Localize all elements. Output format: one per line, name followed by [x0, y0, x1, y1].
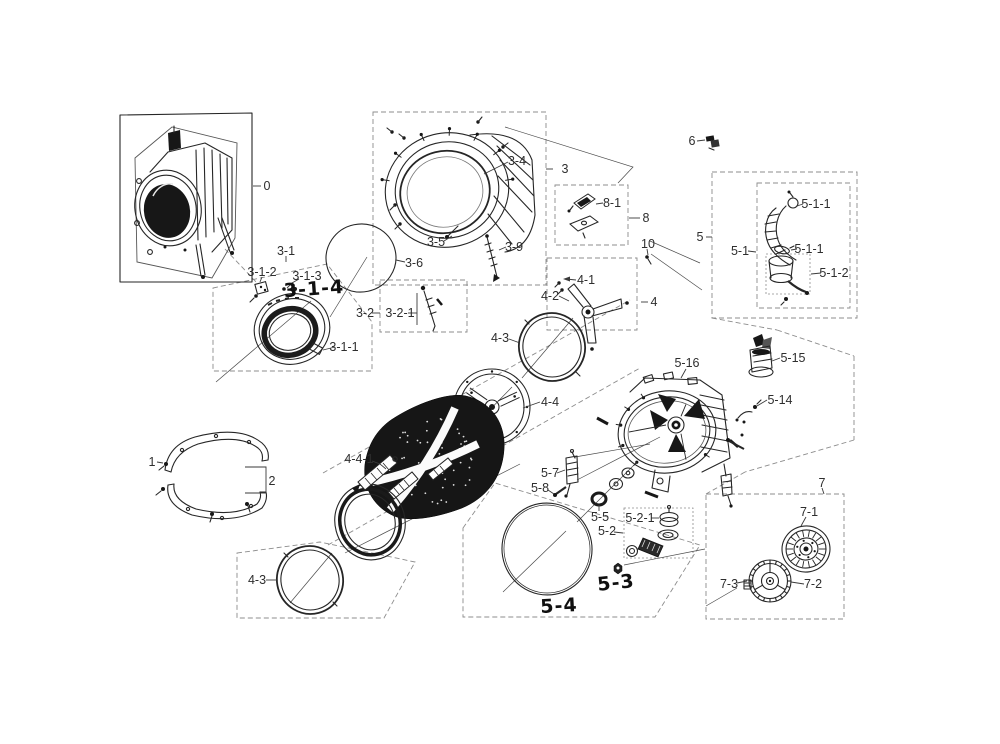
label-2: 2 — [269, 474, 276, 488]
dashed-planes — [212, 111, 858, 620]
part-3-6-door-glass — [325, 223, 397, 293]
label-5-14: 5-14 — [767, 393, 792, 407]
label-7-2: 7-2 — [804, 577, 822, 591]
label-8: 8 — [643, 211, 650, 225]
handwritten-label-3-1-4: 3-1-4 — [283, 276, 345, 302]
part-0-complete-tub-assembly — [119, 112, 253, 283]
label-5-2: 5-2 — [598, 524, 616, 538]
label-5-1-2: 5-1-2 — [819, 266, 848, 280]
label-3-2-1: 3-2-1 — [385, 306, 414, 320]
label-3: 3 — [562, 162, 569, 176]
part-5-2-drain-group — [625, 504, 679, 558]
part-3-1-door-ring — [249, 281, 331, 365]
part-3-front-tub-half — [380, 116, 536, 282]
suspension-damper-rod-right — [720, 433, 745, 508]
label-10: 10 — [641, 237, 655, 251]
part-5-3-nut — [613, 562, 623, 575]
label-4-3-lower: 4-3 — [248, 573, 266, 587]
part-5-8-bolt — [553, 486, 567, 497]
label-4: 4 — [651, 295, 658, 309]
label-3-1-1: 3-1-1 — [329, 340, 358, 354]
label-3-2: 3-2 — [356, 306, 374, 320]
label-4-4-1: 4-4-1 — [344, 452, 373, 466]
part-5-5-seal-washers — [590, 467, 635, 507]
label-8-1: 8-1 — [603, 196, 621, 210]
label-3-4: 3-4 — [508, 154, 526, 168]
label-5-2-1: 5-2-1 — [625, 511, 654, 525]
label-5: 5 — [697, 230, 704, 244]
label-0: 0 — [264, 179, 271, 193]
label-6: 6 — [689, 134, 696, 148]
label-3-1: 3-1 — [277, 244, 295, 258]
label-4-2: 4-2 — [541, 289, 559, 303]
label-5-1-1-lower: 5-1-1 — [794, 242, 823, 256]
handwritten-label-5-3: 5-3 — [596, 570, 635, 596]
label-1: 1 — [149, 455, 156, 469]
callout-labels: 0 1 2 3 3-4 3-5 3-9 3-6 3-13-1-2 3-1-3 3-1-1 3-2 3-2… — [149, 134, 849, 618]
part-10-screw — [645, 255, 652, 265]
part-5-7-damper — [564, 448, 579, 498]
part-5-16-rear-tub-half — [596, 371, 739, 499]
part-3-2-1-pin — [416, 285, 443, 332]
label-3-1-3: 3-1-3 — [292, 269, 321, 283]
part-5-1-hose-group — [764, 190, 809, 306]
part-4-3-upper-ring — [518, 312, 586, 382]
part-4-4-drum-basket — [334, 368, 531, 561]
label-4-4: 4-4 — [541, 395, 559, 409]
stored-shafts — [387, 457, 454, 500]
label-7-3: 7-3 — [720, 577, 738, 591]
label-5-16: 5-16 — [674, 356, 699, 370]
part-5-14-clip — [735, 399, 762, 424]
label-3-9: 3-9 — [505, 240, 523, 254]
label-3-5: 3-5 — [427, 235, 445, 249]
label-5-1: 5-1 — [731, 244, 749, 258]
label-5-7: 5-7 — [541, 466, 559, 480]
construction-lines — [215, 126, 738, 607]
part-4-shaft-spider — [554, 281, 629, 351]
part-5-4-belt-ring — [501, 502, 593, 596]
label-5-1-1-upper: 5-1-1 — [801, 197, 830, 211]
handwritten-label-5-4: 5-4 — [540, 594, 578, 618]
label-7-1: 7-1 — [800, 505, 818, 519]
part-6-holder — [705, 135, 720, 151]
label-4-3-upper: 4-3 — [491, 331, 509, 345]
part-4-3-lower-ring — [276, 545, 344, 615]
label-5-8: 5-8 — [531, 481, 549, 495]
label-3-6: 3-6 — [405, 256, 423, 270]
label-5-5: 5-5 — [591, 510, 609, 524]
part-7-2-stator — [743, 559, 792, 603]
part-7-1-rotor — [781, 525, 831, 573]
label-5-15: 5-15 — [780, 351, 805, 365]
leader-lines — [156, 139, 825, 585]
drum-lifters — [371, 406, 480, 513]
label-7: 7 — [819, 476, 826, 490]
part-2-clamp-ring-halves — [155, 431, 269, 523]
label-4-1: 4-1 — [577, 273, 595, 287]
part-5-15-damper-mount — [748, 334, 774, 378]
part-8-1-bracket — [567, 193, 599, 239]
label-3-1-2: 3-1-2 — [247, 265, 276, 279]
